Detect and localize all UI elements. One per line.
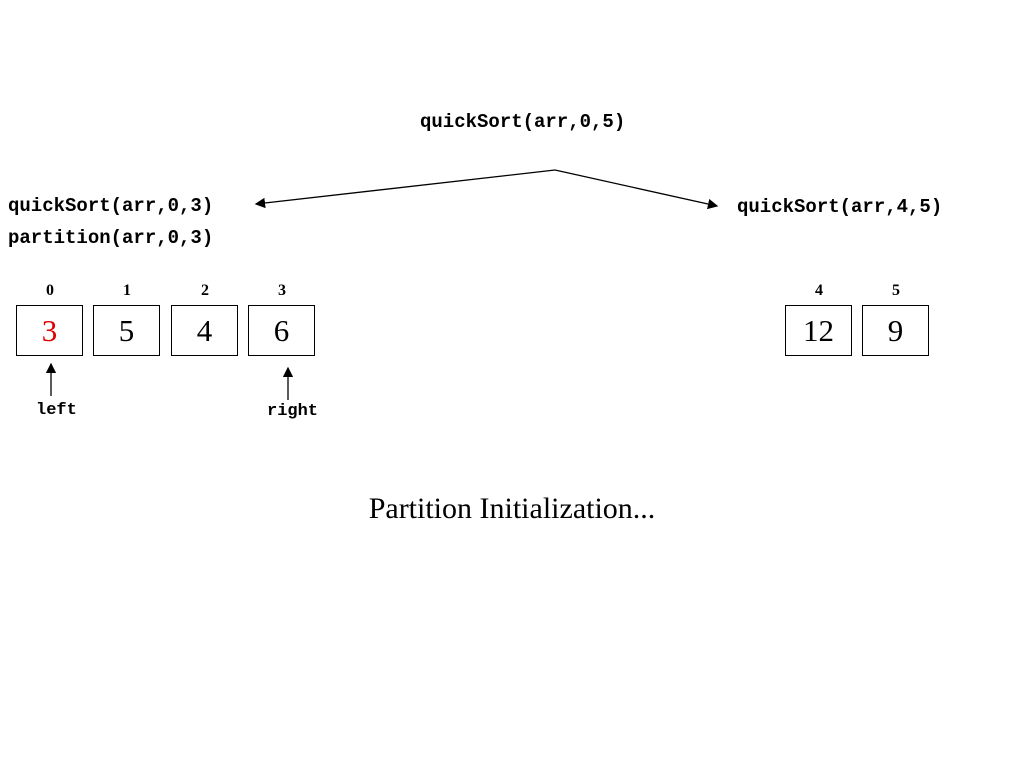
array-cell: 5 [93, 305, 160, 356]
array-index: 3 [278, 282, 286, 299]
array-cell: 4 [171, 305, 238, 356]
array-cell: 6 [248, 305, 315, 356]
array-cell: 12 [785, 305, 852, 356]
slide-caption: Partition Initialization... [368, 492, 656, 525]
right-call-label: quickSort(arr,4,5) [737, 196, 943, 218]
right-pointer-label: right [267, 402, 319, 421]
array-index: 1 [123, 282, 131, 299]
left-partition-label: partition(arr,0,3) [8, 227, 214, 249]
array-cell-pivot: 3 [16, 305, 83, 356]
edge-to-right-call [554, 169, 719, 210]
root-call-label: quickSort(arr,0,5) [420, 111, 626, 133]
array-index: 5 [892, 282, 900, 299]
edge-to-left-call [254, 169, 556, 209]
array-index: 2 [201, 282, 209, 299]
left-pointer-label: left [36, 401, 77, 420]
array-cell: 9 [862, 305, 929, 356]
left-call-label: quickSort(arr,0,3) [8, 195, 214, 217]
array-index: 0 [46, 282, 54, 299]
array-index: 4 [815, 282, 823, 299]
